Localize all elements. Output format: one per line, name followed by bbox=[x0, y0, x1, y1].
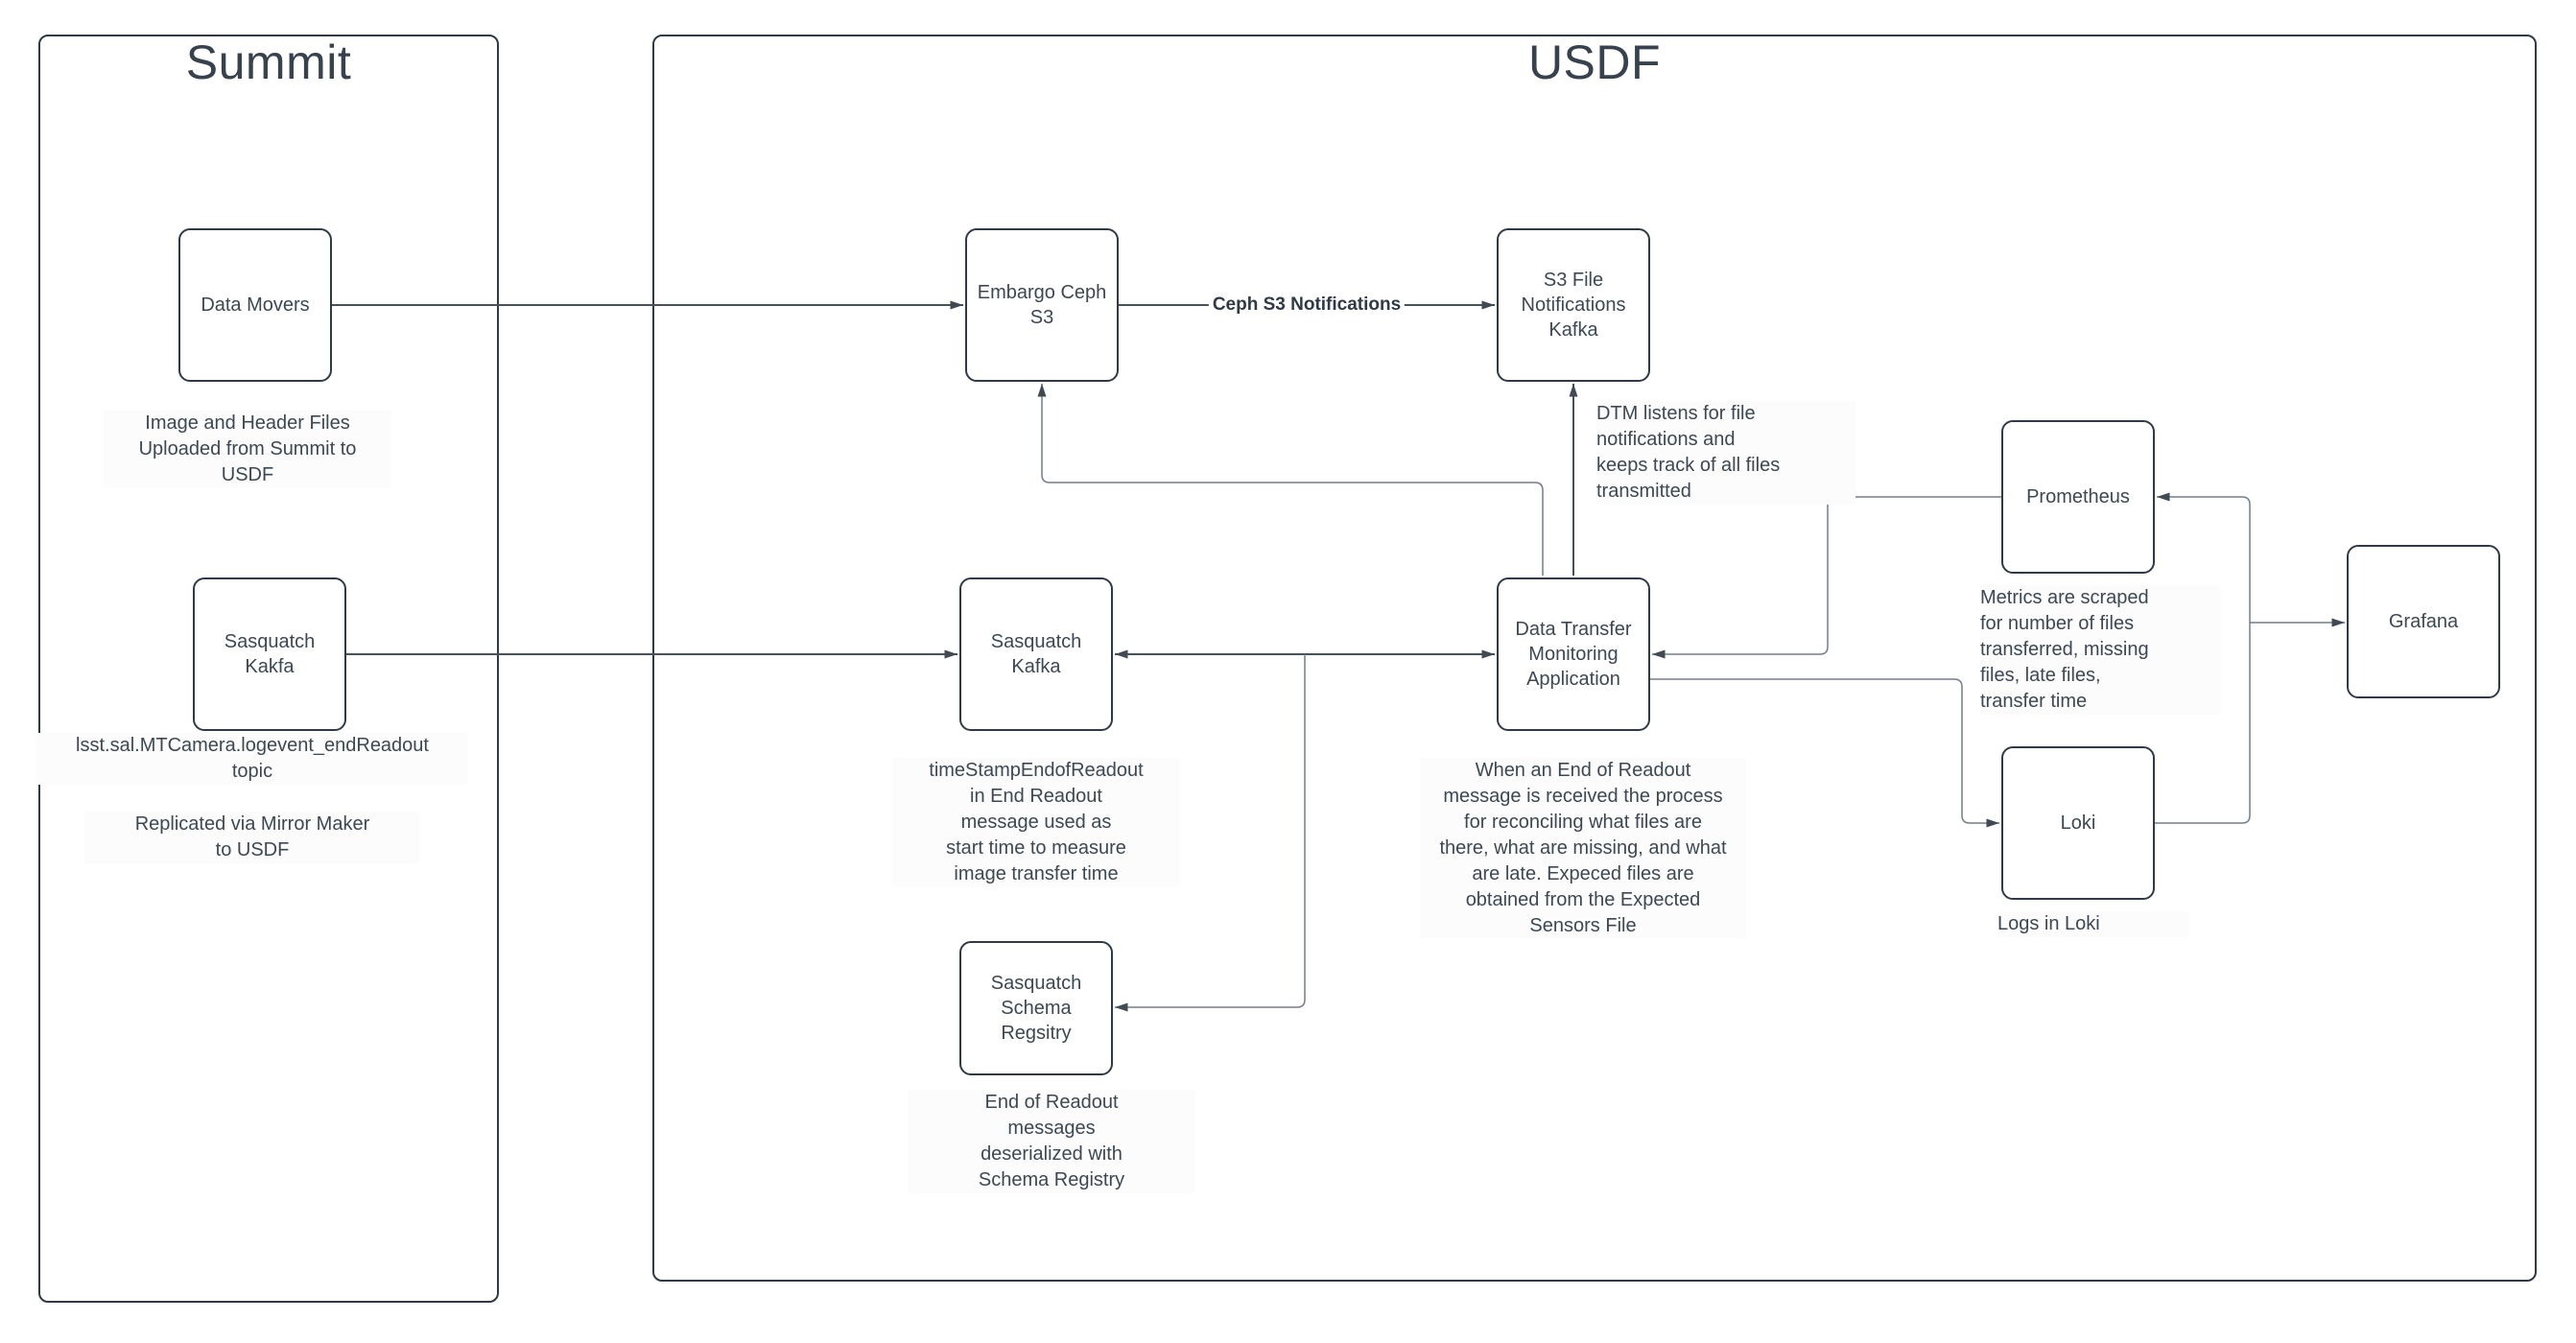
annotation-dtm-listens: DTM listens for file notifications and k… bbox=[1596, 401, 1855, 505]
node-s3-file-notifications-kafka[interactable]: S3 File Notifications Kafka bbox=[1497, 228, 1650, 382]
edge-label-ceph-s3-notifications: Ceph S3 Notifications bbox=[1208, 295, 1406, 316]
node-prometheus[interactable]: Prometheus bbox=[2001, 420, 2155, 574]
annotation-metrics-scraped: Metrics are scraped for number of files … bbox=[1980, 585, 2220, 715]
node-sasquatch-kakfa-summit[interactable]: Sasquatch Kakfa bbox=[193, 577, 346, 731]
annotation-lsst-topic: lsst.sal.MTCamera.logevent_endReadout to… bbox=[36, 733, 468, 785]
annotation-image-header-files: Image and Header Files Uploaded from Sum… bbox=[104, 411, 391, 488]
node-data-movers[interactable]: Data Movers bbox=[178, 228, 332, 382]
node-grafana[interactable]: Grafana bbox=[2347, 545, 2500, 698]
node-embargo-ceph-s3[interactable]: Embargo Ceph S3 bbox=[965, 228, 1119, 382]
annotation-when-end-of-readout: When an End of Readout message is receiv… bbox=[1420, 758, 1746, 939]
container-usdf-title: USDF bbox=[1527, 35, 1662, 89]
annotation-eor-deserialized: End of Readout messages deserialized wit… bbox=[908, 1090, 1195, 1193]
annotation-timestamp-end-readout: timeStampEndofReadout in End Readout mes… bbox=[892, 758, 1180, 887]
node-sasquatch-kafka-usdf[interactable]: Sasquatch Kafka bbox=[959, 577, 1113, 731]
container-summit-title: Summit bbox=[185, 35, 352, 89]
node-data-transfer-monitoring-application[interactable]: Data Transfer Monitoring Application bbox=[1497, 577, 1650, 731]
node-sasquatch-schema-regsitry[interactable]: Sasquatch Schema Regsitry bbox=[959, 941, 1113, 1075]
node-loki[interactable]: Loki bbox=[2001, 746, 2155, 900]
annotation-replicated-mirror-maker: Replicated via Mirror Maker to USDF bbox=[84, 812, 420, 863]
annotation-logs-in-loki: Logs in Loki bbox=[1997, 911, 2189, 937]
